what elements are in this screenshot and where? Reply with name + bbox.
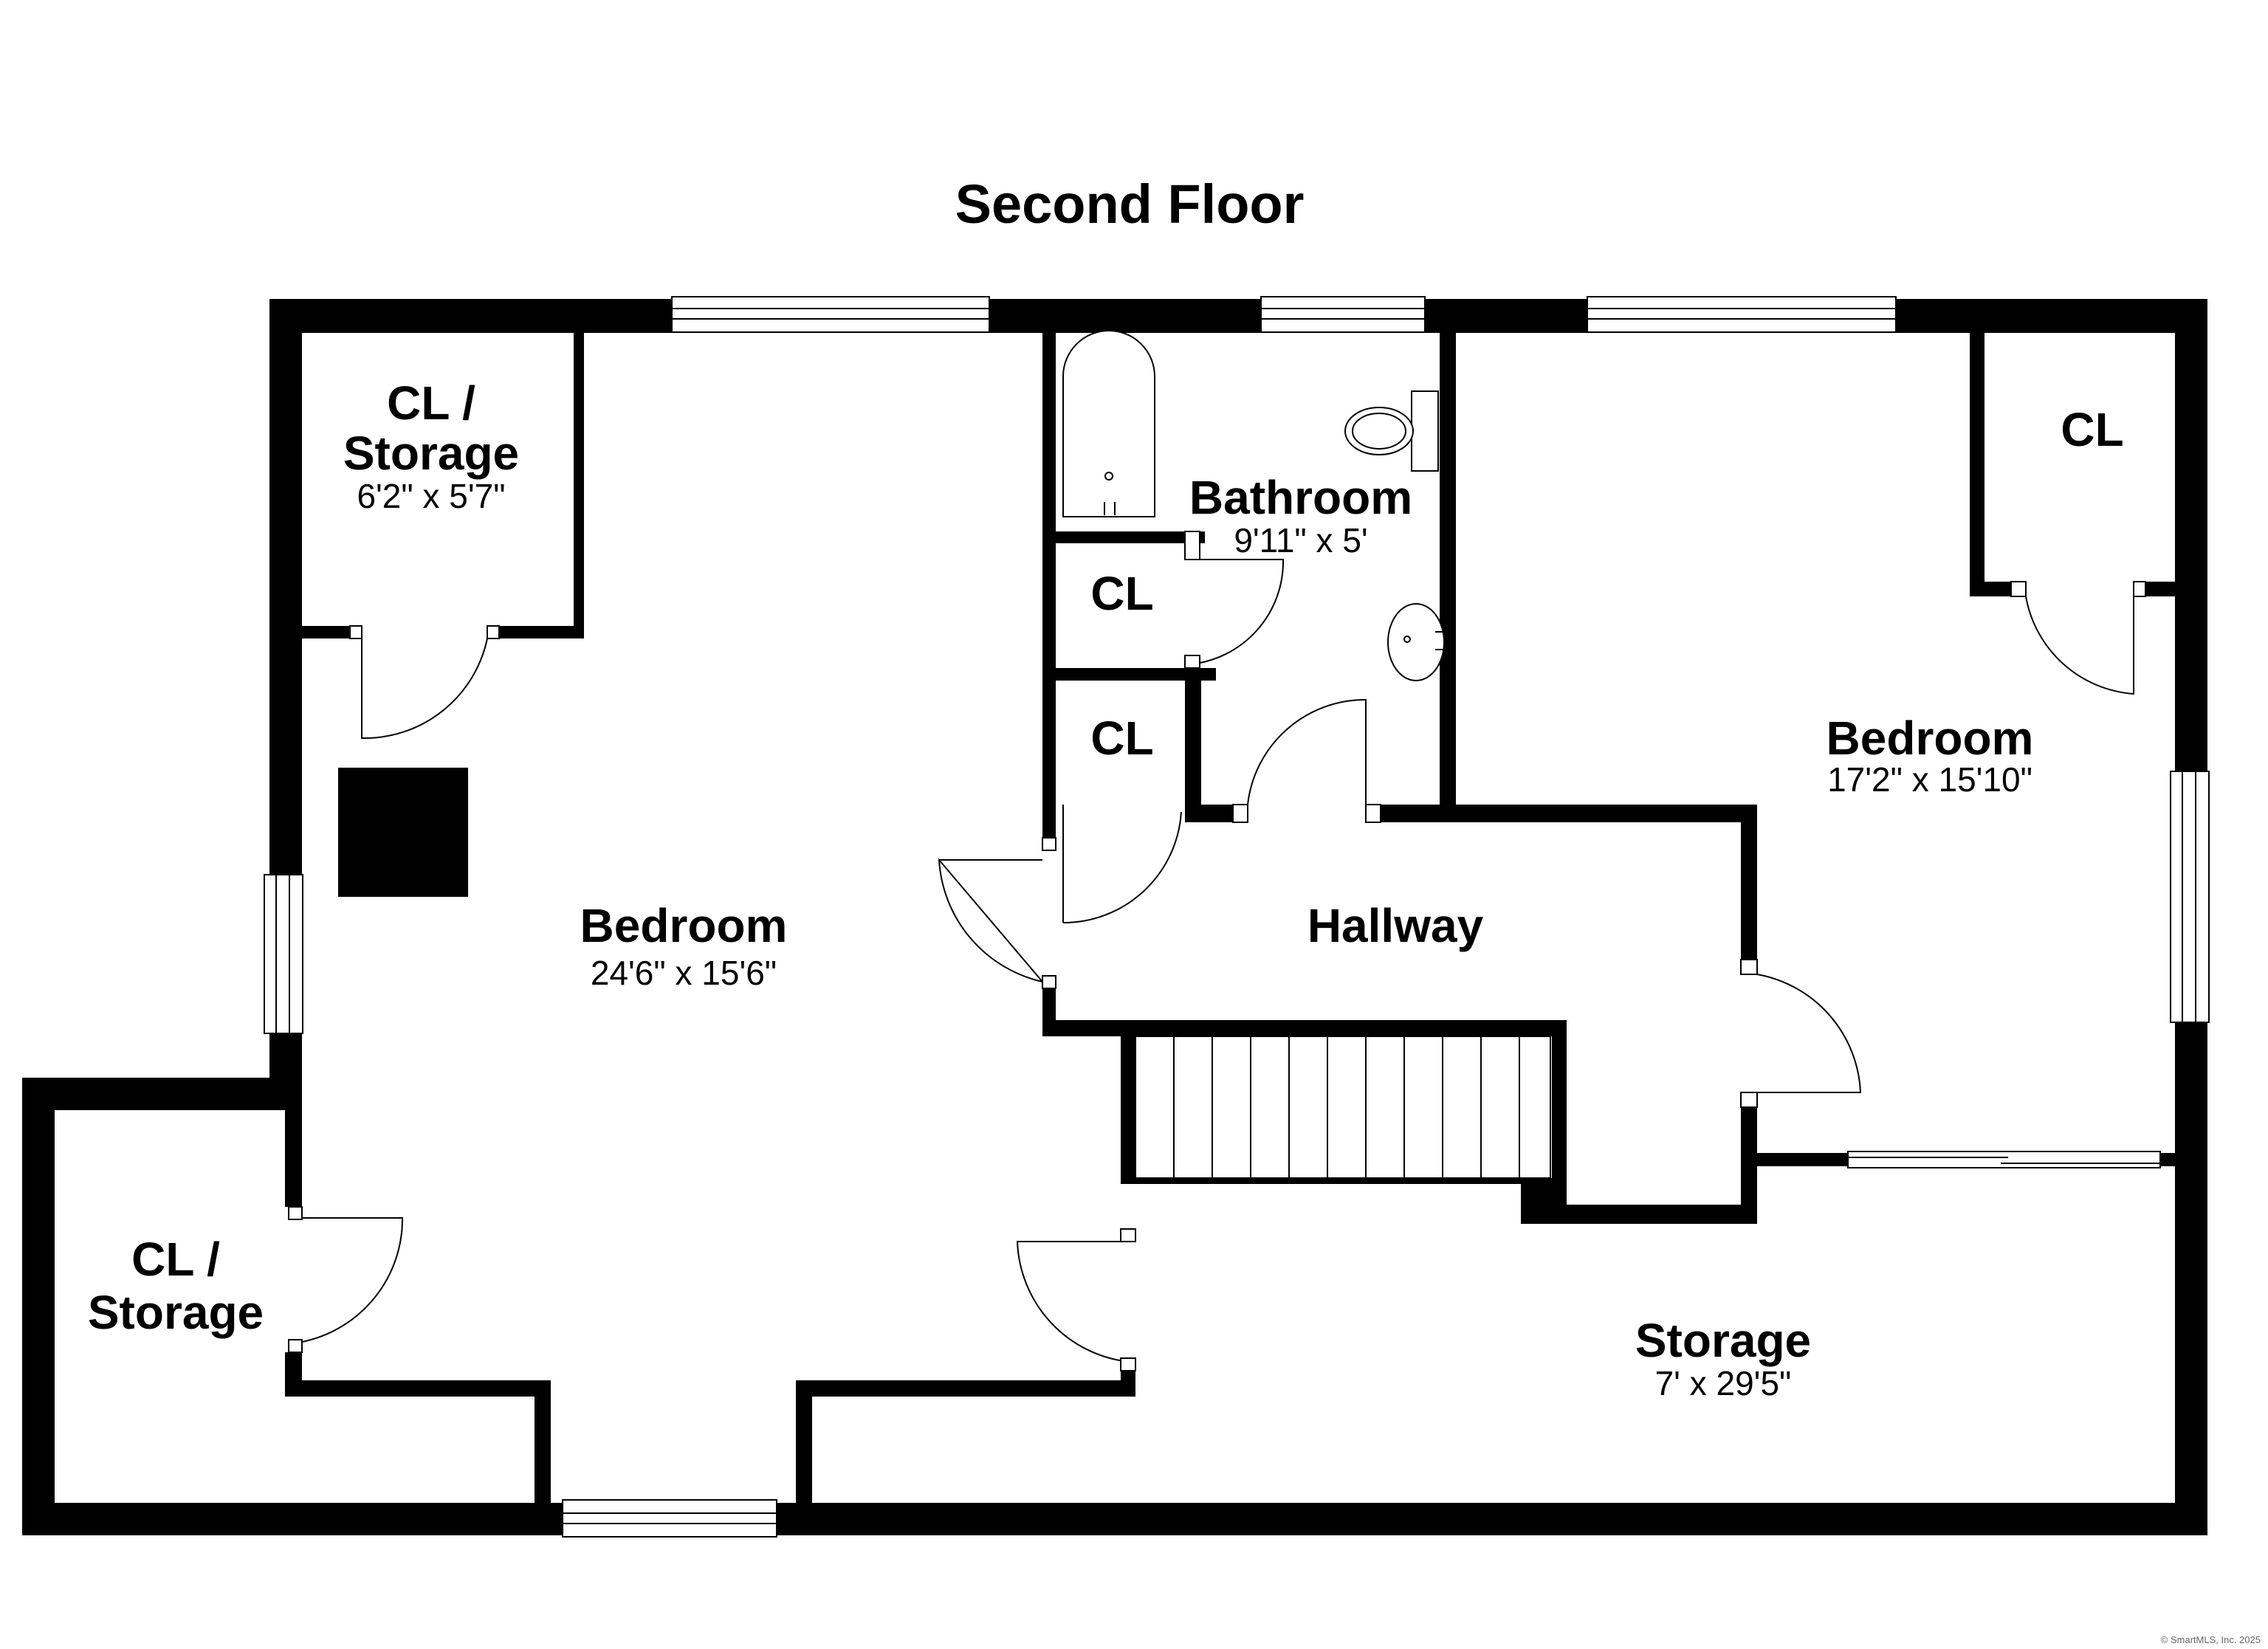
wall-cl-right-bottom-a <box>1970 582 2011 596</box>
room-name-bedroom-left: Bedroom <box>580 899 788 952</box>
wall-cl2-right <box>1185 668 1201 816</box>
room-name-bedroom-right: Bedroom <box>1827 712 2034 765</box>
stair-treads <box>1173 1036 1520 1178</box>
room-dims-bedroom-left: 24'6" x 15'6" <box>591 954 777 992</box>
sink-icon <box>1387 603 1445 681</box>
bathroom-fixtures <box>1062 330 1445 681</box>
wall-hall-top-a <box>1185 805 1237 822</box>
walls <box>22 299 2207 1535</box>
window-bottom <box>562 1499 777 1538</box>
wall-closet-bl-top <box>285 1380 551 1397</box>
door-bedroom-right <box>1756 974 1862 1093</box>
room-dims-bedroom-right: 17'2" x 15'10" <box>1827 760 2032 799</box>
wall-closet-bl-step <box>535 1380 551 1521</box>
wall-br-bottom-b <box>2160 1153 2190 1166</box>
wall-closet-tl-bottom-b <box>499 626 584 638</box>
wall-cl1-top <box>1042 531 1205 543</box>
room-name-cl-bath-lower: CL <box>1090 712 1153 765</box>
wall-hall-right <box>1741 805 1757 965</box>
window-top-bath <box>1260 296 1426 333</box>
wall-bath-left <box>1042 317 1056 838</box>
room-name-bathroom: Bathroom <box>1189 471 1412 524</box>
room-name-cl-storage-bottom-1: CL / <box>131 1233 220 1286</box>
room-name-cl-storage-top-1: CL / <box>387 376 475 430</box>
wall-stair-bottom <box>1121 1178 1567 1184</box>
wall-closet-bl-right <box>285 1078 302 1207</box>
door-closet-tl <box>361 638 488 740</box>
copyright-notice: © SmartMLS, Inc. 2025 <box>2161 1634 2261 1645</box>
wall-stair-right <box>1552 1020 1567 1184</box>
door-cl1 <box>1189 559 1285 665</box>
door-bedroom-left <box>938 858 1043 982</box>
room-labels: CL / Storage 6'2" x 5'7" Bedroom 24'6" x… <box>88 376 2124 1402</box>
wall-landing-right <box>1741 1107 1757 1224</box>
room-name-hallway: Hallway <box>1307 899 1484 952</box>
door-closet-bl <box>301 1217 404 1343</box>
window-top-right <box>1587 296 1897 333</box>
sliding-door-storage <box>1847 1151 2161 1168</box>
wall-step-left <box>22 1078 302 1110</box>
room-name-cl-storage-bottom-2: Storage <box>88 1286 264 1339</box>
wall-storage-left <box>796 1380 812 1521</box>
room-dims-bathroom: 9'11" x 5' <box>1234 521 1367 560</box>
doors <box>288 531 2146 1371</box>
wall-cl-right-left <box>1970 317 1984 596</box>
wall-top <box>269 299 2207 333</box>
room-dims-cl-storage-top: 6'2" x 5'7" <box>357 477 505 515</box>
room-name-storage: Storage <box>1635 1314 1811 1367</box>
room-dims-storage: 7' x 29'5" <box>1655 1364 1792 1402</box>
wall-bath-right <box>1440 317 1456 813</box>
wall-storage-top <box>796 1380 1135 1397</box>
door-storage <box>1016 1241 1130 1363</box>
wall-closet-tl-bottom-a <box>302 626 350 638</box>
floor-title: Second Floor <box>955 173 1305 235</box>
door-bathroom <box>1247 698 1367 805</box>
wall-stair-left <box>1121 1020 1135 1182</box>
door-cl2 <box>1062 805 1182 924</box>
wall-landing-left <box>1521 1178 1567 1224</box>
window-top-left <box>671 296 990 333</box>
room-name-cl-bath-upper: CL <box>1090 567 1153 620</box>
wall-bottom <box>22 1503 2207 1535</box>
window-left <box>264 874 303 1034</box>
window-right <box>2170 771 2210 1023</box>
wall-cl1-bottom <box>1042 668 1216 681</box>
windows <box>264 296 2210 1538</box>
wall-hall-top-b <box>1381 805 1757 822</box>
toilet-tank-icon <box>1411 390 1439 472</box>
room-name-cl-right: CL <box>2061 403 2123 456</box>
bathtub-icon <box>1062 330 1155 517</box>
wall-br-bottom-a <box>1756 1153 1848 1166</box>
attic-hatch <box>338 768 468 897</box>
staircase <box>1135 1036 1551 1179</box>
wall-hall-bottom <box>1042 1020 1552 1036</box>
wall-closet-tl-right <box>574 317 584 638</box>
door-cl-right <box>2025 596 2134 695</box>
stairs <box>1135 1036 1551 1179</box>
wall-cl-right-bottom-b <box>2145 582 2190 596</box>
wall-left-lower <box>22 1078 55 1535</box>
room-name-cl-storage-top-2: Storage <box>343 427 519 480</box>
